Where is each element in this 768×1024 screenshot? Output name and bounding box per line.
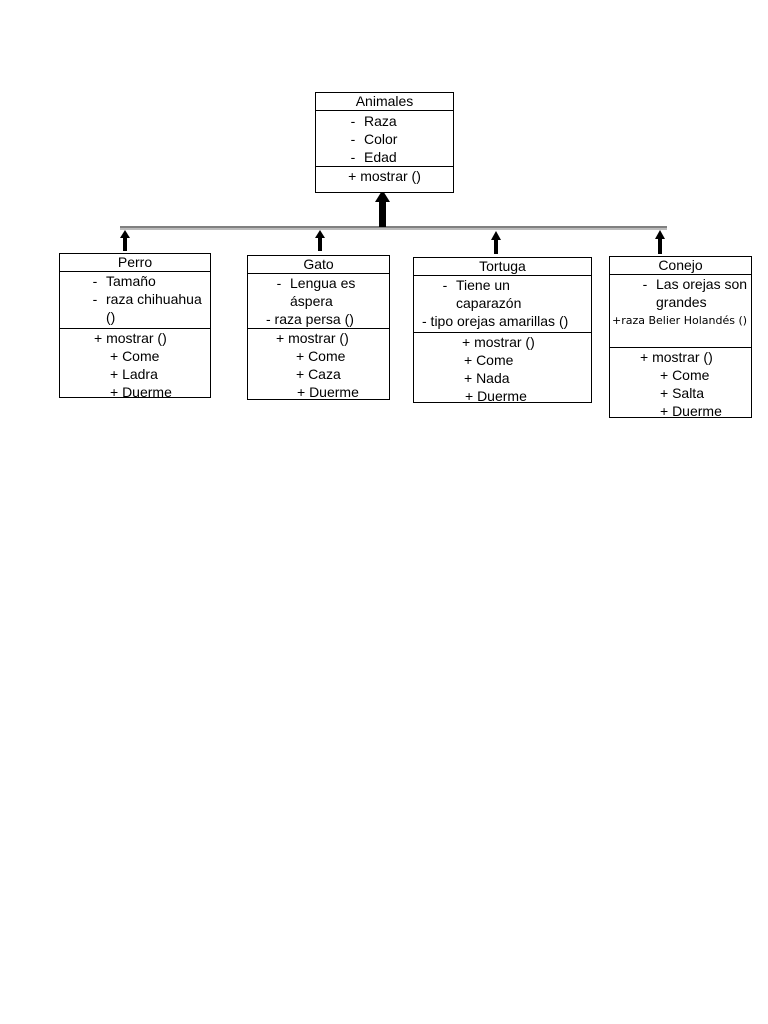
method: + Come <box>110 348 160 364</box>
perro-arrow-icon <box>120 230 130 251</box>
attribute: Lengua es áspera <box>290 275 356 309</box>
class-name: Gato <box>248 256 389 274</box>
method: + Duerme <box>110 384 172 400</box>
attributes-section: -Lengua es áspera - raza persa () <box>248 274 389 329</box>
class-name: Perro <box>60 254 210 272</box>
parent-arrow-icon <box>375 190 390 227</box>
class-box-perro: Perro -Tamaño -raza chihuahua () + mostr… <box>59 253 211 401</box>
attribute: Color <box>364 131 398 147</box>
attributes-section: -Raza -Color -Edad <box>316 111 453 167</box>
method: + Nada <box>464 370 510 386</box>
method: + Ladra <box>110 366 158 382</box>
gato-arrow-icon <box>315 230 325 251</box>
attribute: - tipo orejas amarillas () <box>422 313 569 329</box>
method: + Salta <box>660 385 704 401</box>
methods-section: + mostrar () + Come + Ladra + Duerme <box>60 329 210 401</box>
attribute: Tamaño <box>106 273 156 289</box>
attributes-section: -Tamaño -raza chihuahua () <box>60 272 210 329</box>
method: + Come <box>660 367 710 383</box>
method: + mostrar () <box>276 330 349 346</box>
attribute: Raza <box>364 113 397 129</box>
class-box-conejo: Conejo -Las orejas son grandes +raza Bel… <box>609 256 752 420</box>
method: + Duerme <box>297 384 359 400</box>
attribute: raza chihuahua () <box>106 291 202 325</box>
attributes-section: -Las orejas son grandes +raza Belier Hol… <box>610 275 751 348</box>
method: + mostrar () <box>462 334 535 350</box>
class-box-animales: Animales -Raza -Color -Edad + mostrar () <box>315 92 454 193</box>
attribute: Edad <box>364 149 397 165</box>
attributes-section: -Tiene un caparazón - tipo orejas amaril… <box>414 276 591 333</box>
method: + Duerme <box>660 403 722 419</box>
method: + mostrar () <box>94 330 167 346</box>
methods-section: + mostrar () <box>316 167 453 185</box>
methods-section: + mostrar () + Come + Nada + Duerme <box>414 333 591 405</box>
class-box-gato: Gato -Lengua es áspera - raza persa () +… <box>247 255 390 400</box>
method: + Caza <box>296 366 341 382</box>
methods-section: + mostrar () + Come + Caza + Duerme <box>248 329 389 401</box>
attribute: Tiene un caparazón <box>456 277 522 311</box>
class-name: Tortuga <box>414 258 591 276</box>
method: + Duerme <box>465 388 527 404</box>
conejo-arrow-icon <box>655 230 665 254</box>
attribute: +raza Belier Holandés () <box>612 314 748 327</box>
methods-section: + mostrar () + Come + Salta + Duerme <box>610 348 751 420</box>
attribute: - raza persa () <box>266 311 354 327</box>
class-name: Conejo <box>610 257 751 275</box>
method: + mostrar () <box>348 168 421 184</box>
tortuga-arrow-icon <box>491 231 501 254</box>
class-name: Animales <box>316 93 453 111</box>
attribute: Las orejas son grandes <box>656 276 748 310</box>
method: + Come <box>296 348 346 364</box>
method: + Come <box>464 352 514 368</box>
method: + mostrar () <box>640 349 713 365</box>
class-box-tortuga: Tortuga -Tiene un caparazón - tipo oreja… <box>413 257 592 405</box>
